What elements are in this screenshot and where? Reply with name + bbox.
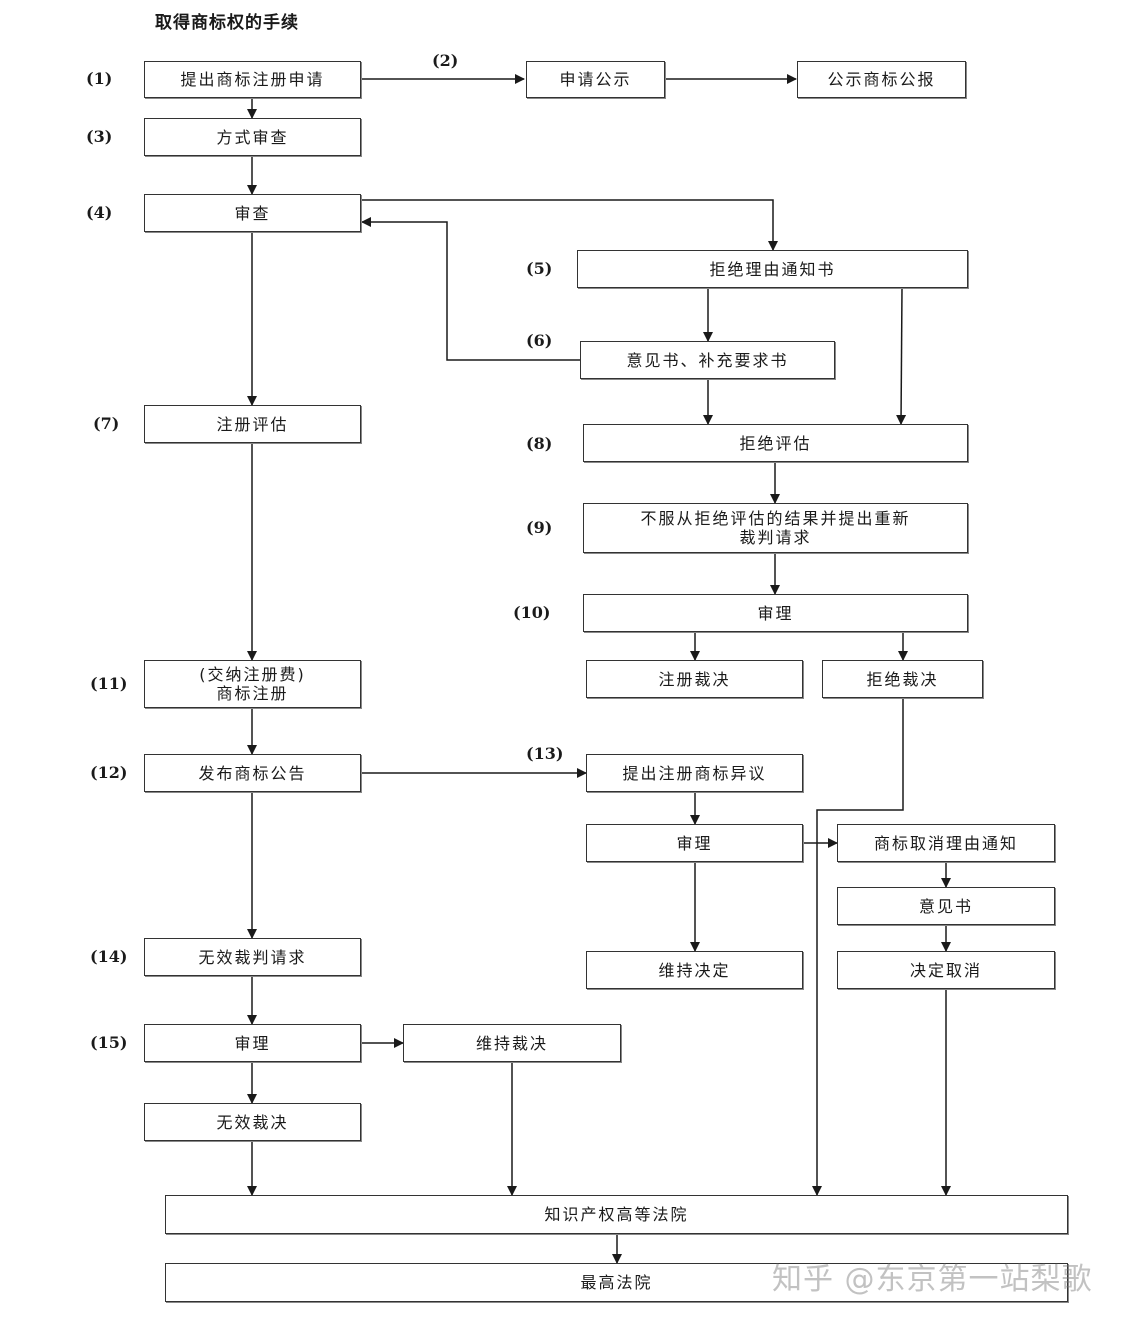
supreme-court-box: 最高法院 bbox=[165, 1263, 1068, 1302]
step-label-1: (1) bbox=[86, 69, 113, 88]
trial-10-text: 审理 bbox=[757, 603, 794, 623]
refusal-notice-box: 拒绝理由通知书 bbox=[577, 250, 968, 288]
opinion-text: 意见书、补充要求书 bbox=[626, 350, 789, 370]
refusal-decision-text: 拒绝裁决 bbox=[866, 669, 939, 689]
announce-box: 发布商标公告 bbox=[144, 754, 361, 792]
invalid-ruling-text: 无效裁决 bbox=[216, 1112, 289, 1132]
exam-box: 审查 bbox=[144, 194, 361, 232]
step-label-9: (9) bbox=[526, 518, 553, 537]
opposition-text: 提出注册商标异议 bbox=[622, 763, 767, 783]
gazette-box: 公示商标公报 bbox=[797, 61, 966, 98]
reg-decision-text: 注册裁决 bbox=[658, 669, 731, 689]
step-label-11: (11) bbox=[90, 674, 128, 693]
step-label-5: (5) bbox=[526, 259, 553, 278]
invalid-request-box: 无效裁判请求 bbox=[144, 938, 361, 976]
opposition-box: 提出注册商标异议 bbox=[586, 754, 803, 792]
appeal-text-line1: 不服从拒绝评估的结果并提出重新 bbox=[640, 509, 911, 528]
trial-15-text: 审理 bbox=[234, 1033, 271, 1053]
refusal-assessment-text: 拒绝评估 bbox=[739, 433, 812, 453]
step-label-10: (10) bbox=[513, 603, 551, 622]
publish-application-text: 申请公示 bbox=[559, 70, 632, 89]
cancel-notice-box: 商标取消理由通知 bbox=[837, 824, 1055, 862]
trial-10-box: 审理 bbox=[583, 594, 968, 632]
watermark: 知乎 @东京第一站梨歌 bbox=[772, 1262, 1093, 1297]
registration-box: (交纳注册费) 商标注册 bbox=[144, 660, 361, 708]
cancel-notice-text: 商标取消理由通知 bbox=[873, 833, 1018, 853]
step-label-6: (6) bbox=[526, 331, 553, 350]
step-label-14: (14) bbox=[90, 947, 128, 966]
maintain-decision-text: 维持决定 bbox=[658, 960, 731, 980]
step-label-3: (3) bbox=[86, 127, 113, 146]
exam-text: 审查 bbox=[234, 203, 271, 223]
step-label-7: (7) bbox=[93, 414, 120, 433]
ip-high-court-text: 知识产权高等法院 bbox=[544, 1205, 689, 1224]
refusal-decision-box: 拒绝裁决 bbox=[822, 660, 983, 698]
step-label-12: (12) bbox=[90, 763, 128, 782]
gazette-text: 公示商标公报 bbox=[827, 70, 936, 89]
apply-box: 提出商标注册申请 bbox=[144, 61, 361, 98]
appeal-box: 不服从拒绝评估的结果并提出重新 裁判请求 bbox=[583, 503, 968, 553]
ip-high-court-box: 知识产权高等法院 bbox=[165, 1195, 1068, 1234]
trial-15-box: 审理 bbox=[144, 1024, 361, 1062]
invalid-request-text: 无效裁判请求 bbox=[198, 947, 307, 967]
step-label-8: (8) bbox=[526, 434, 553, 453]
step-label-4: (4) bbox=[86, 203, 113, 222]
apply-text: 提出商标注册申请 bbox=[180, 70, 325, 89]
publish-application-box: 申请公示 bbox=[526, 61, 665, 98]
opinion-2-box: 意见书 bbox=[837, 887, 1055, 925]
maintain-decision-box: 维持决定 bbox=[586, 951, 803, 989]
diagram-title: 取得商标权的手续 bbox=[155, 13, 299, 33]
invalid-ruling-box: 无效裁决 bbox=[144, 1103, 361, 1141]
reg-assessment-box: 注册评估 bbox=[144, 405, 361, 443]
supreme-court-text: 最高法院 bbox=[580, 1273, 653, 1292]
trial-13-text: 审理 bbox=[676, 833, 713, 853]
opinion-2-text: 意见书 bbox=[918, 896, 973, 916]
step-label-2: (2) bbox=[432, 51, 459, 70]
cancel-decision-text: 决定取消 bbox=[909, 960, 982, 980]
opinion-box: 意见书、补充要求书 bbox=[580, 341, 835, 379]
maintain-ruling-box: 维持裁决 bbox=[403, 1024, 621, 1062]
refusal-assessment-box: 拒绝评估 bbox=[583, 424, 968, 462]
reg-decision-box: 注册裁决 bbox=[586, 660, 803, 698]
registration-text: 商标注册 bbox=[216, 684, 289, 703]
formal-exam-box: 方式审查 bbox=[144, 118, 361, 156]
step-label-15: (15) bbox=[90, 1033, 128, 1052]
step-label-13: (13) bbox=[526, 744, 564, 763]
maintain-ruling-text: 维持裁决 bbox=[475, 1033, 548, 1053]
trial-13-box: 审理 bbox=[586, 824, 803, 862]
announce-text: 发布商标公告 bbox=[198, 763, 307, 783]
fee-text: (交纳注册费) bbox=[199, 665, 306, 684]
formal-exam-text: 方式审查 bbox=[216, 127, 289, 147]
appeal-text-line2: 裁判请求 bbox=[739, 528, 812, 547]
refusal-notice-text: 拒绝理由通知书 bbox=[709, 259, 836, 279]
reg-assessment-text: 注册评估 bbox=[216, 414, 289, 434]
cancel-decision-box: 决定取消 bbox=[837, 951, 1055, 989]
